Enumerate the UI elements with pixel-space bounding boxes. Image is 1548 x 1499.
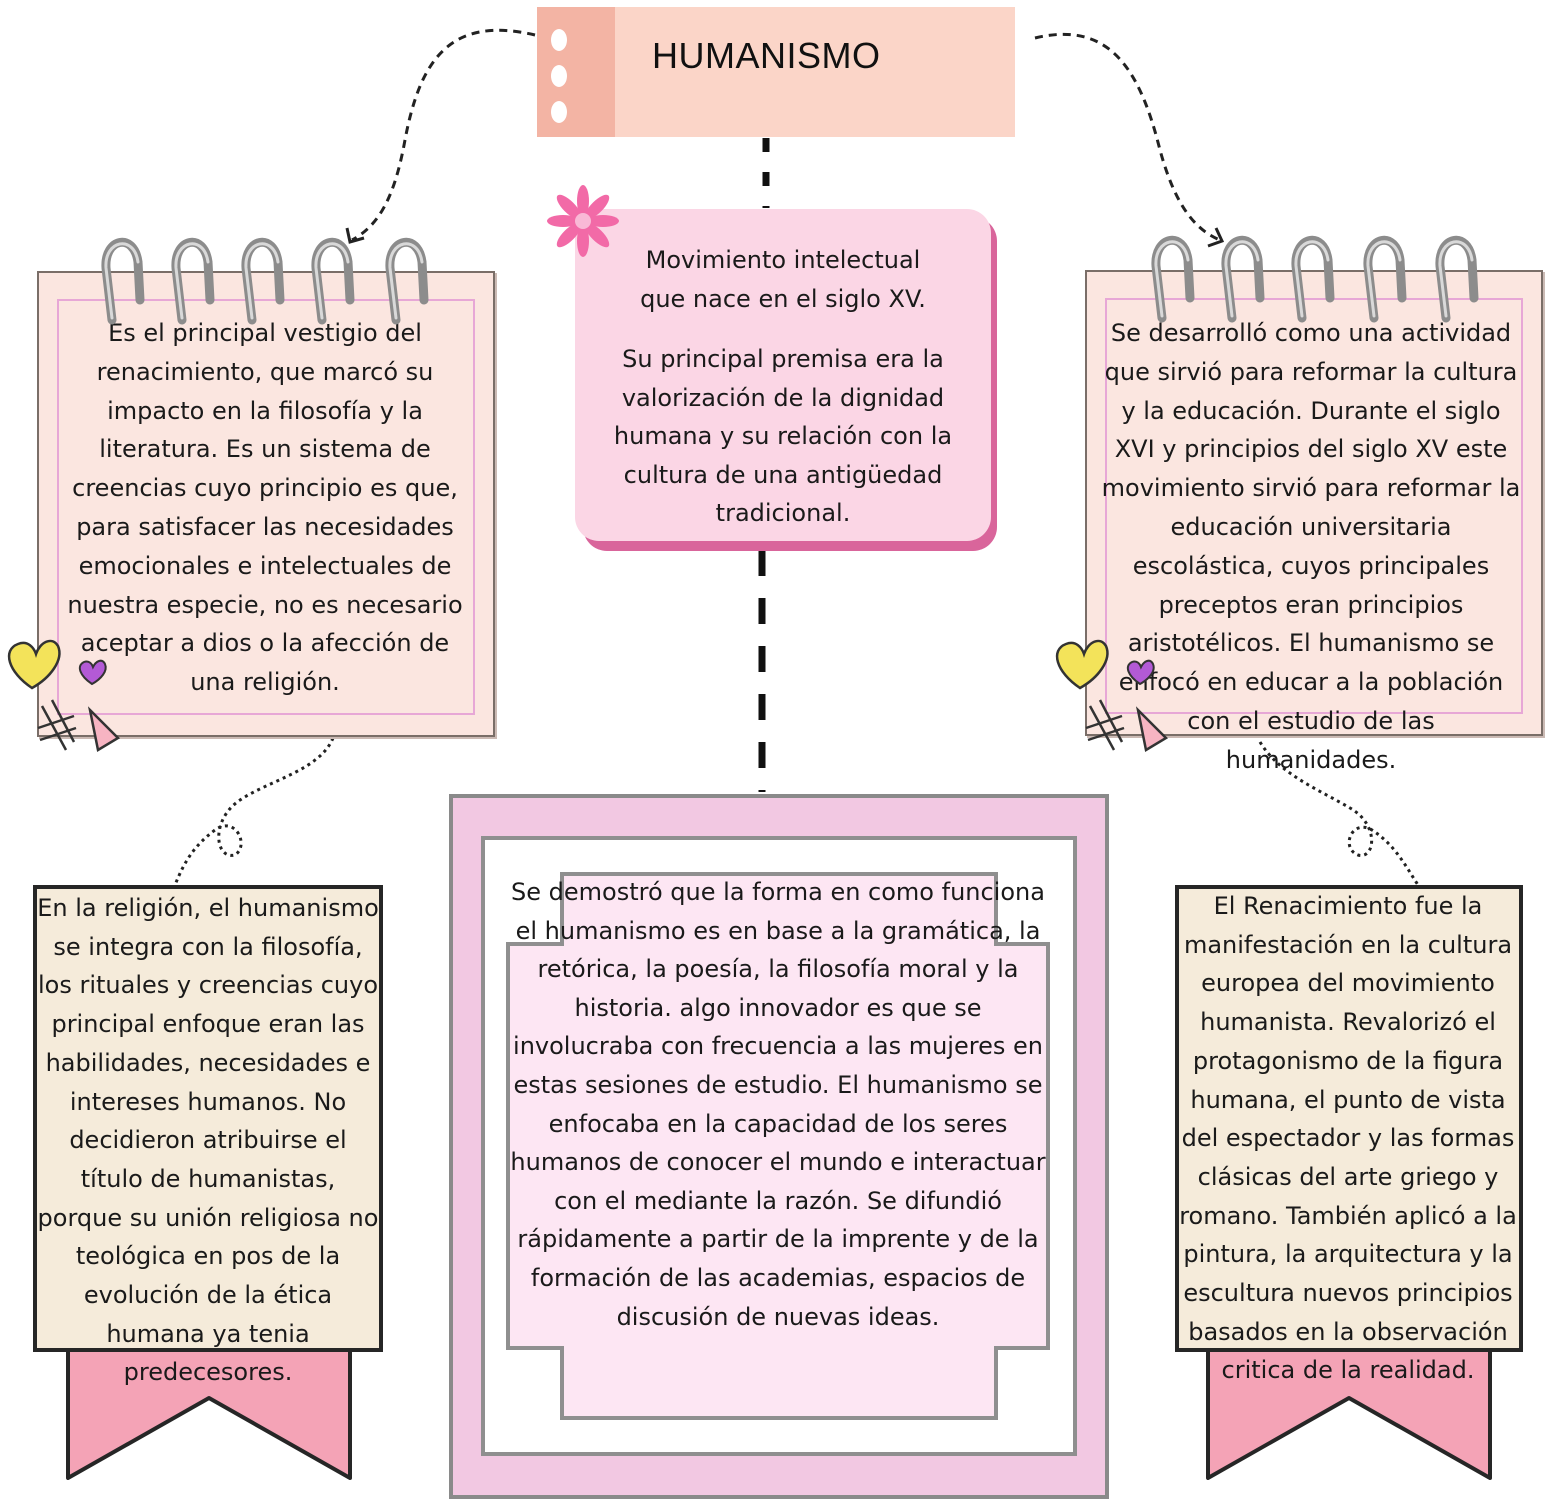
connector-title-right — [1034, 32, 1221, 242]
right-banner — [1175, 885, 1523, 1352]
title-hole-dot — [551, 29, 567, 51]
connector-title-left — [351, 28, 536, 242]
left-banner-text: En la religión, el humanismo se integra … — [37, 894, 379, 1387]
left-notebook-text: Es el principal vestigio del renacimient… — [67, 319, 463, 697]
left-banner — [33, 885, 383, 1352]
right-notebook — [1085, 270, 1543, 736]
left-ribbon — [66, 1340, 352, 1480]
title-hole-dot — [551, 101, 567, 123]
connector-right-dotted — [1258, 741, 1420, 886]
title-box: HUMANISMO — [537, 7, 1015, 137]
title-hole-dot — [551, 65, 567, 87]
right-banner-text: El Renacimiento fue la manifestación en … — [1179, 892, 1517, 1385]
page-title: HUMANISMO — [652, 35, 881, 76]
center-box-text: Se demostró que la forma en como funcion… — [510, 878, 1046, 1331]
definition-text-1: Movimiento intelectual que nace en el si… — [640, 246, 926, 313]
definition-text-2: Su principal premisa era la valorización… — [613, 345, 953, 527]
right-ribbon — [1206, 1340, 1492, 1480]
definition-box: Movimiento intelectual que nace en el si… — [575, 209, 991, 541]
connector-left-dotted — [173, 737, 335, 886]
title-stripe — [537, 7, 615, 137]
left-notebook — [37, 271, 495, 737]
right-notebook-text: Se desarrolló como una actividad que sir… — [1101, 319, 1521, 774]
